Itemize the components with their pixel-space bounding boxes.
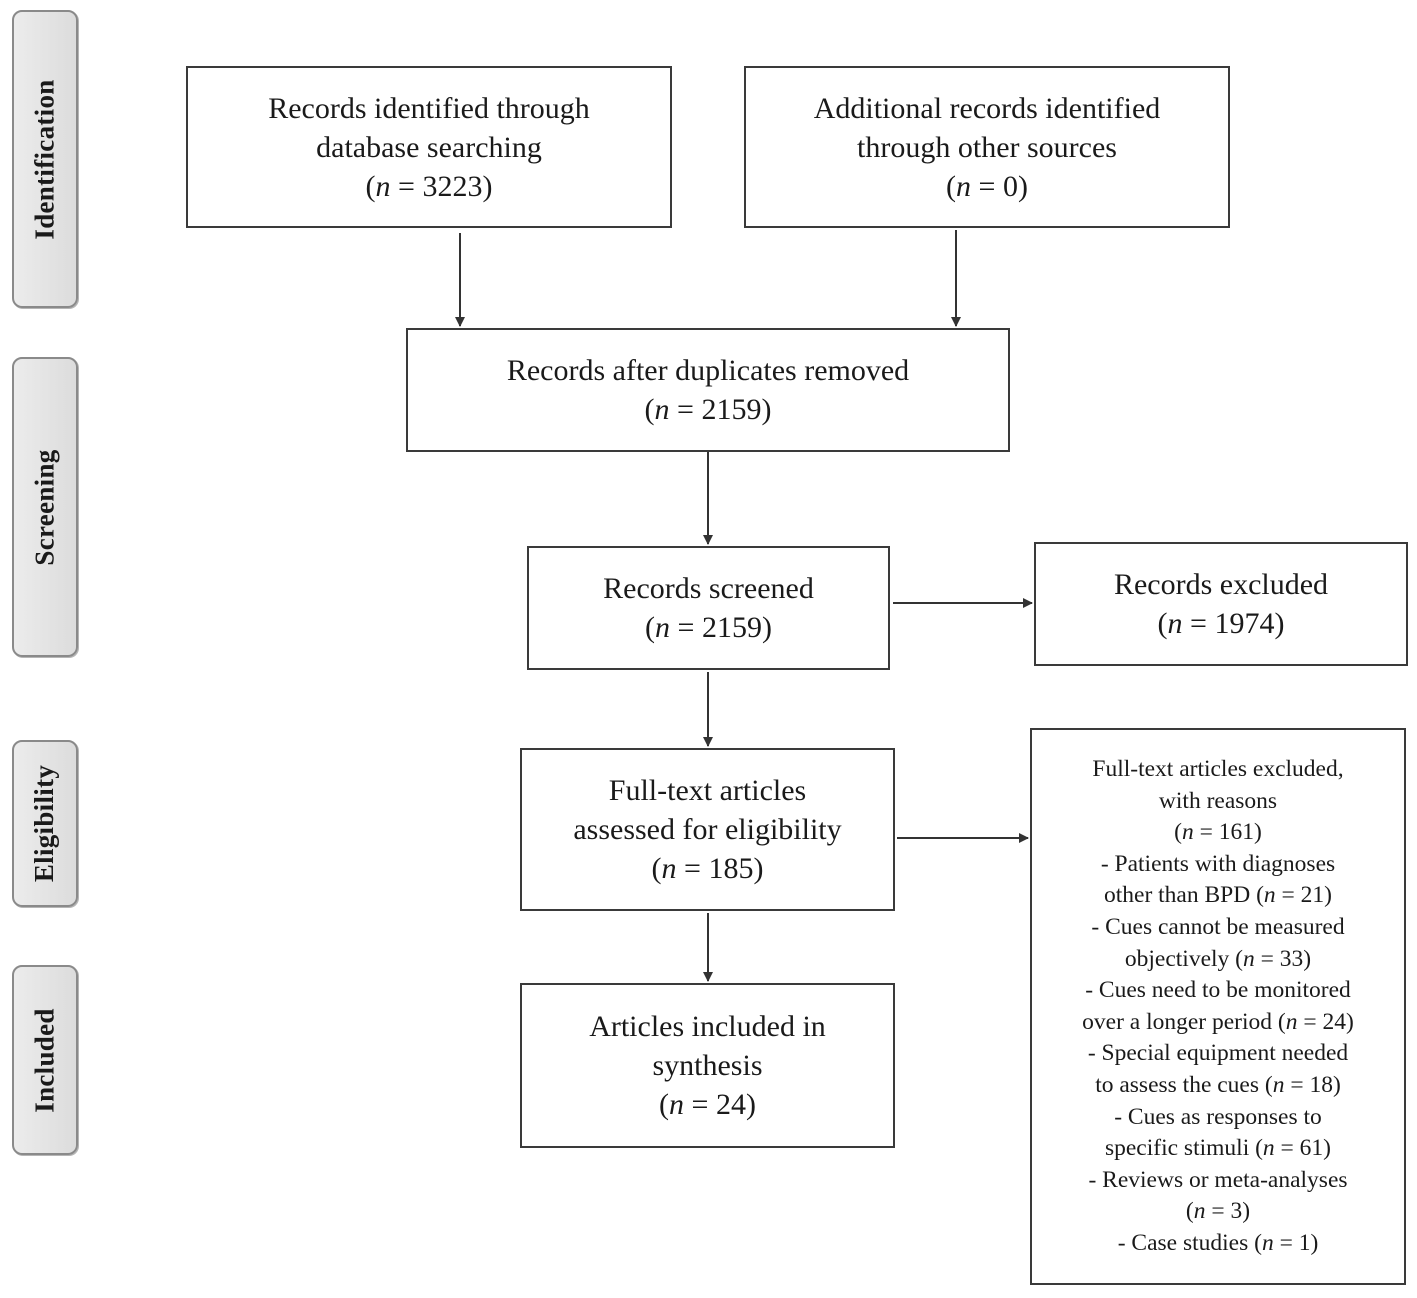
box-full-text-excluded: Full-text articles excluded, with reason… [1030,728,1406,1285]
database-count: (n = 3223) [365,169,493,203]
screened-count: (n = 2159) [645,611,772,644]
full-text-line2: assessed for eligibility [573,813,842,846]
excluded-line1: Records excluded [1113,568,1329,601]
reason-line: other than BPD (n = 21) [1103,882,1332,909]
reason-line: - Cues cannot be measured [1091,913,1345,940]
stage-eligibility: Eligibility [12,740,78,907]
other-sources-count: (n = 0) [946,169,1028,203]
stage-identification: Identification [12,10,78,308]
reason-line: specific stimuli (n = 61) [1104,1135,1332,1162]
excluded-header-line1: Full-text articles excluded, [1092,756,1344,782]
box-duplicates-removed: Records after duplicates removed (n = 21… [406,328,1010,452]
excluded-total-count: (n = 161) [1174,819,1262,846]
other-sources-line2: through other sources [857,130,1117,164]
reason-line: objectively (n = 33) [1124,945,1312,972]
reason-line: - Case studies (n = 1) [1117,1229,1319,1256]
database-line1: Records identified through [268,91,590,125]
reason-line: - Patients with diagnoses [1100,850,1336,877]
included-line1: Articles included in [589,1010,826,1043]
duplicates-count: (n = 2159) [644,393,772,426]
database-line2: database searching [316,130,542,164]
reason-line: - Reviews or meta-analyses [1088,1166,1348,1193]
reason-line: - Cues need to be monitored [1085,977,1351,1004]
full-text-line1: Full-text articles [608,774,807,807]
other-sources-line1: Additional records identified [813,91,1161,125]
reason-line: over a longer period (n = 24) [1082,1008,1354,1035]
box-records-excluded: Records excluded (n = 1974) [1034,542,1408,666]
box-articles-included: Articles included in synthesis (n = 24) [520,983,895,1148]
reason-line: - Cues as responses to [1114,1103,1322,1130]
screened-line1: Records screened [603,572,814,605]
included-count: (n = 24) [659,1088,756,1121]
included-line2: synthesis [652,1049,763,1082]
box-other-sources: Additional records identified through ot… [744,66,1230,228]
duplicates-line1: Records after duplicates removed [506,354,910,387]
excluded-header-line2: with reasons [1158,787,1278,814]
excluded-count: (n = 1974) [1157,607,1285,640]
stage-screening: Screening [12,357,78,657]
box-full-text-assessed: Full-text articles assessed for eligibil… [520,748,895,911]
stage-included: Included [12,965,78,1155]
box-database-searching: Records identified through database sear… [186,66,672,228]
box-records-screened: Records screened (n = 2159) [527,546,890,670]
reason-line: (n = 3) [1185,1198,1251,1225]
full-text-count: (n = 185) [651,852,764,885]
reason-line: to assess the cues (n = 18) [1095,1071,1341,1098]
reason-line: - Special equipment needed [1087,1040,1349,1067]
